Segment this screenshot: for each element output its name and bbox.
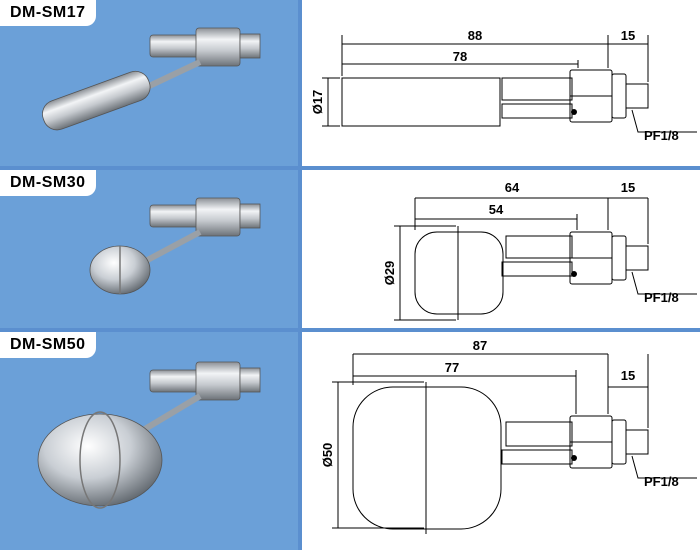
- dimension-drawing-sm50: 87 77 15 Ø50 PF1/8: [320, 338, 697, 534]
- dim-connection-sm17: PF1/8: [644, 128, 679, 143]
- dim-diameter-sm17: Ø17: [310, 90, 325, 115]
- photo-panel-sm30: DM-SM30: [0, 170, 298, 328]
- dim-diameter-sm50: Ø50: [320, 443, 335, 468]
- product-photo-sm17: [42, 27, 261, 131]
- dim-thread-sm17: 15: [621, 28, 635, 43]
- dim-body-sm30: 54: [489, 202, 504, 217]
- drawing-panel-sm17: 88 78 15 Ø17 PF1/8: [302, 0, 700, 166]
- dim-connection-sm50: PF1/8: [644, 474, 679, 489]
- product-photo-sm30: [89, 197, 261, 295]
- product-photo-sm50: [37, 361, 261, 509]
- photo-panel-sm17: DM-SM17: [0, 0, 298, 166]
- float-body-sm17: [341, 77, 501, 127]
- dim-thread-sm30: 15: [621, 180, 635, 195]
- dim-diameter-sm30: Ø29: [382, 261, 397, 286]
- dim-connection-sm30: PF1/8: [644, 290, 679, 305]
- dimension-drawing-sm17: 88 78 15 Ø17 PF1/8: [310, 28, 697, 143]
- float-body-sm50: [352, 386, 502, 530]
- model-label-sm50: DM-SM50: [0, 332, 96, 358]
- drawing-panel-sm50: 87 77 15 Ø50 PF1/8: [302, 332, 700, 550]
- drawing-panel-sm30: 64 54 15 Ø29 PF1/8: [302, 170, 700, 328]
- dim-body-sm50: 77: [445, 360, 459, 375]
- dimension-drawing-sm30: 64 54 15 Ø29 PF1/8: [382, 180, 697, 321]
- model-label-sm17: DM-SM17: [0, 0, 96, 26]
- dim-overall-sm50: 87: [473, 338, 487, 353]
- float-body-sm30: [414, 231, 504, 315]
- model-label-sm30: DM-SM30: [0, 170, 96, 196]
- photo-panel-sm50: DM-SM50: [0, 332, 298, 550]
- dim-body-sm17: 78: [453, 49, 467, 64]
- dim-overall-sm17: 88: [468, 28, 482, 43]
- dim-thread-sm50: 15: [621, 368, 635, 383]
- dim-overall-sm30: 64: [505, 180, 520, 195]
